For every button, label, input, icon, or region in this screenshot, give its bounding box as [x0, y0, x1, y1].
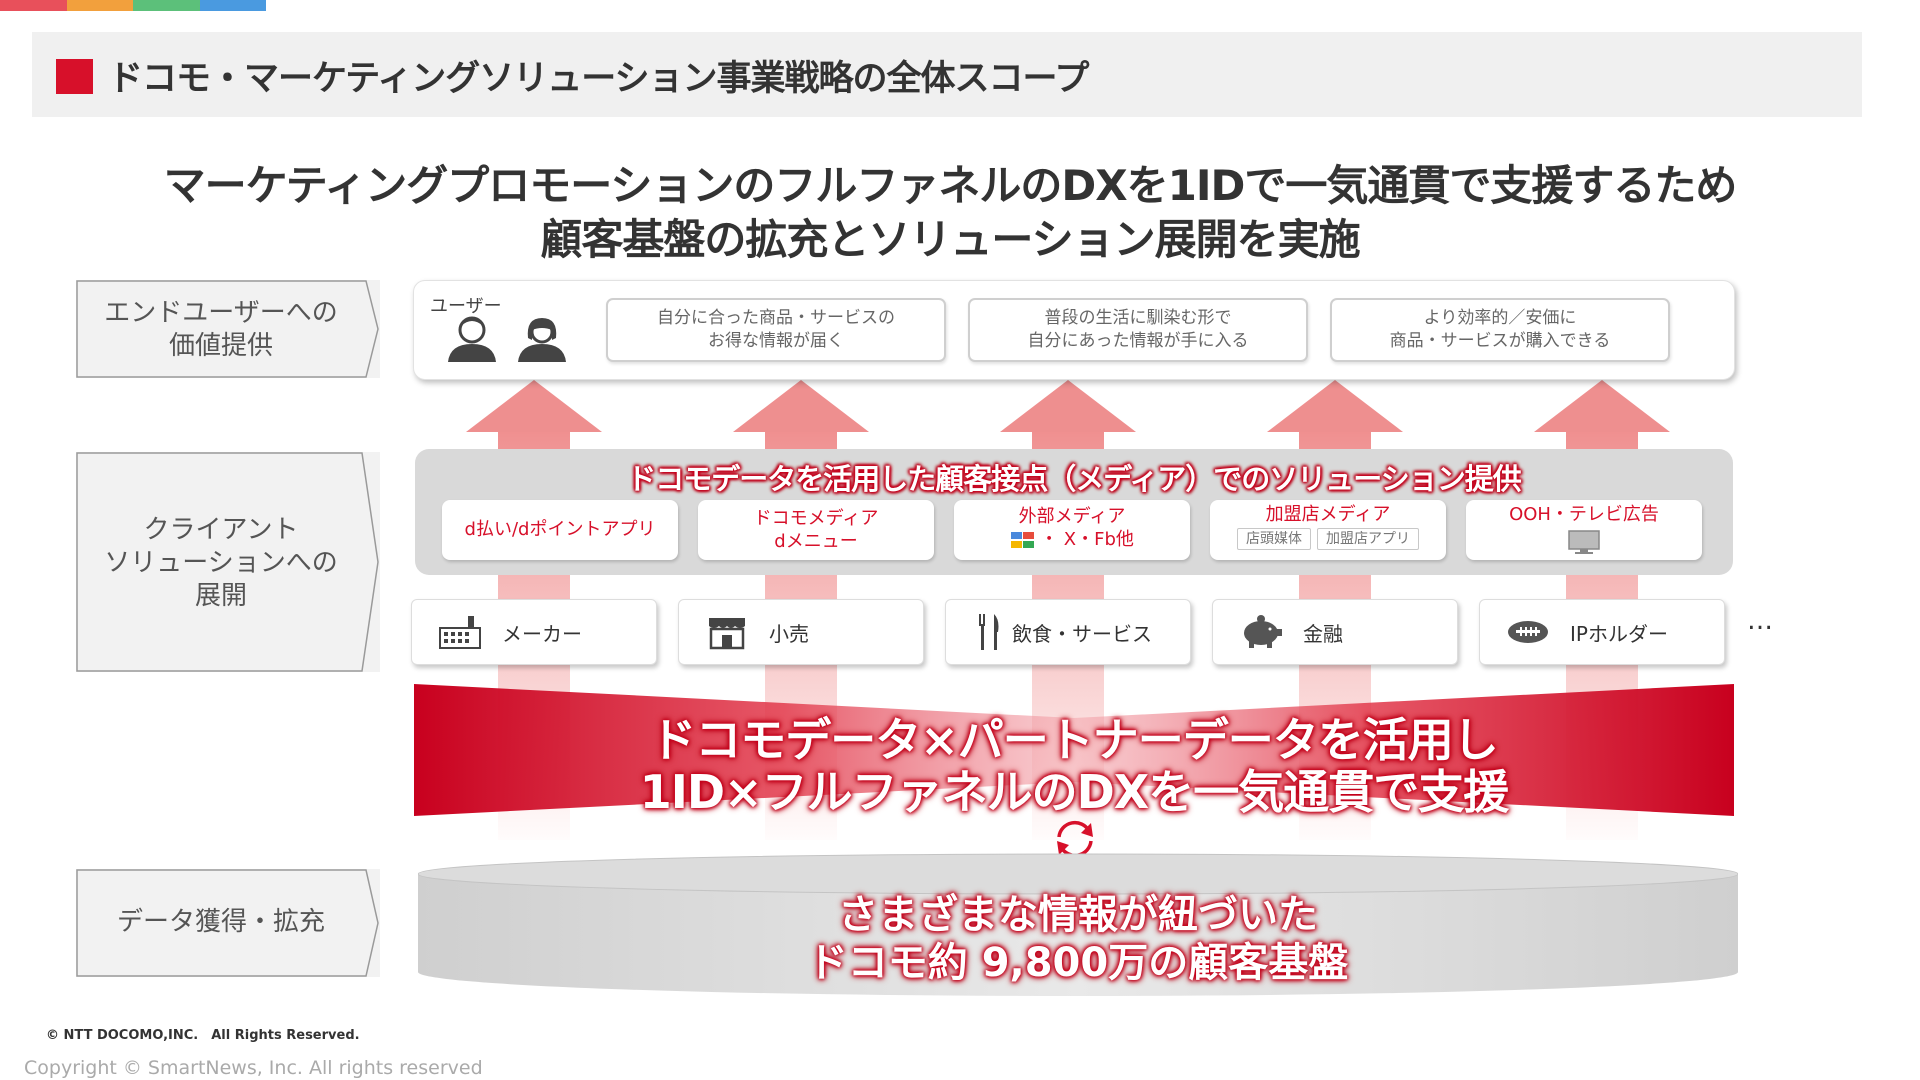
arrow-head — [733, 380, 869, 432]
media-box-dpay: d払い/dポイントアプリ — [442, 500, 678, 560]
band-text-line-1: ドコモデータ×パートナーデータを活用し — [650, 713, 1499, 767]
row-label-line: ソリューションへの — [104, 548, 338, 578]
slide-title: ドコモ・マーケティングソリューション事業戦略の全体スコープ — [108, 59, 1089, 99]
industry-label: 小売 — [769, 621, 809, 646]
industry-label: メーカー — [502, 621, 582, 646]
media-box-label: d払い/dポイントアプリ — [464, 519, 656, 540]
value-text: より効率的／安価に — [1423, 308, 1577, 328]
media-box-label: 外部メディア — [1018, 506, 1126, 527]
factory-icon — [436, 614, 484, 650]
media-box-label: 加盟店メディア — [1265, 504, 1391, 525]
row-label-line: クライアント — [143, 515, 299, 545]
row-label-line: 展開 — [194, 581, 247, 611]
strip-red — [0, 0, 67, 11]
piggy-bank-icon — [1237, 614, 1285, 650]
cutlery-icon — [974, 614, 1004, 650]
value-text: 商品・サービスが購入できる — [1389, 331, 1611, 351]
media-box-line: ・ X・Fb他 — [954, 528, 1190, 551]
strip-green — [133, 0, 200, 11]
value-box-3: より効率的／安価に 商品・サービスが購入できる — [1330, 298, 1670, 362]
customer-base-cylinder — [418, 853, 1738, 996]
media-box-external: 外部メディア ・ X・Fb他 — [954, 500, 1190, 560]
female-user-icon — [512, 314, 572, 368]
row-label-client: クライアント ソリューションへの 展開 — [76, 452, 380, 672]
store-icon — [703, 614, 751, 650]
male-user-icon — [442, 314, 502, 368]
top-color-strip — [0, 0, 266, 11]
industry-retail: 小売 — [678, 599, 924, 665]
industry-label: 金融 — [1303, 621, 1343, 646]
header-red-square — [56, 59, 93, 94]
rugby-ball-icon — [1504, 614, 1552, 650]
media-box-label: ドコモメディア — [753, 508, 879, 529]
more-industries-ellipsis: … — [1747, 606, 1774, 636]
partner-data-band — [414, 684, 1734, 816]
industry-ip-holder: IPホルダー — [1479, 599, 1725, 665]
industry-finance: 金融 — [1212, 599, 1458, 665]
media-box-docomo-media: ドコモメディア dメニュー — [698, 500, 934, 560]
industry-food-service: 飲食・サービス — [945, 599, 1191, 665]
strip-orange — [66, 0, 133, 11]
arrow-head — [1267, 380, 1403, 432]
row-label-text: エンドユーザーへの 価値提供 — [76, 297, 366, 363]
tag-merchant-app: 加盟店アプリ — [1317, 528, 1419, 550]
arrow-head — [1534, 380, 1670, 432]
pentagon-shape — [76, 280, 379, 378]
media-box-ooh-tv: OOH・テレビ広告 — [1466, 500, 1702, 560]
strip-blue — [199, 0, 266, 11]
row-label-line: エンドユーザーへの — [104, 298, 338, 328]
smartnews-copyright: Copyright © SmartNews, Inc. All rights r… — [24, 1057, 483, 1079]
base-text-line-2: ドコモ約 9,800万の顧客基盤 — [807, 940, 1349, 986]
media-box-label: ・ X・Fb他 — [1040, 529, 1134, 550]
value-box-2: 普段の生活に馴染む形で 自分にあった情報が手に入る — [968, 298, 1308, 362]
pentagon-shape — [76, 869, 379, 977]
pentagon-shape — [76, 452, 379, 672]
row-label-end-user: エンドユーザーへの 価値提供 — [76, 280, 380, 378]
tag-store-media: 店頭媒体 — [1237, 528, 1311, 550]
industry-maker: メーカー — [411, 599, 657, 665]
media-box-label: dメニュー — [774, 531, 858, 552]
arrow-head — [1000, 380, 1136, 432]
value-text: お得な情報が届く — [708, 331, 844, 351]
row-label-line: データ獲得・拡充 — [116, 907, 325, 937]
monitor-icon — [1466, 530, 1702, 556]
merchant-tags: 店頭媒体 加盟店アプリ — [1210, 528, 1446, 550]
value-text: 普段の生活に馴染む形で — [1044, 308, 1232, 328]
user-label: ユーザー — [430, 296, 502, 317]
value-text: 自分にあった情報が手に入る — [1027, 331, 1249, 351]
row-label-data: データ獲得・拡充 — [76, 869, 380, 977]
media-box-label: OOH・テレビ広告 — [1509, 504, 1659, 525]
slide-header — [32, 32, 1862, 117]
media-panel-title: ドコモデータを活用した顧客接点（メディア）でのソリューション提供 — [627, 462, 1521, 496]
google-icon — [1011, 531, 1035, 548]
docomo-copyright: © NTT DOCOMO,INC. All Rights Reserved. — [46, 1028, 360, 1043]
headline-line-2: 顧客基盤の拡充とソリューション展開を実施 — [540, 215, 1360, 264]
row-label-text: データ獲得・拡充 — [76, 906, 366, 939]
value-box-1: 自分に合った商品・サービスの お得な情報が届く — [606, 298, 946, 362]
headline-line-1: マーケティングプロモーションのフルファネルのDXを1IDで一気通貫で支援するため — [163, 161, 1738, 210]
arrow-head — [466, 380, 602, 432]
row-label-line: 価値提供 — [168, 331, 273, 361]
value-text: 自分に合った商品・サービスの — [657, 308, 895, 328]
band-text-line-2: 1ID×フルファネルのDXを一気通貫で支援 — [639, 765, 1510, 819]
row-label-text: クライアント ソリューションへの 展開 — [76, 514, 366, 613]
media-box-merchant: 加盟店メディア 店頭媒体 加盟店アプリ — [1210, 500, 1446, 560]
industry-label: IPホルダー — [1570, 621, 1668, 646]
industry-label: 飲食・サービス — [1012, 621, 1152, 646]
base-text-line-1: さまざまな情報が紐づいた — [838, 892, 1318, 938]
